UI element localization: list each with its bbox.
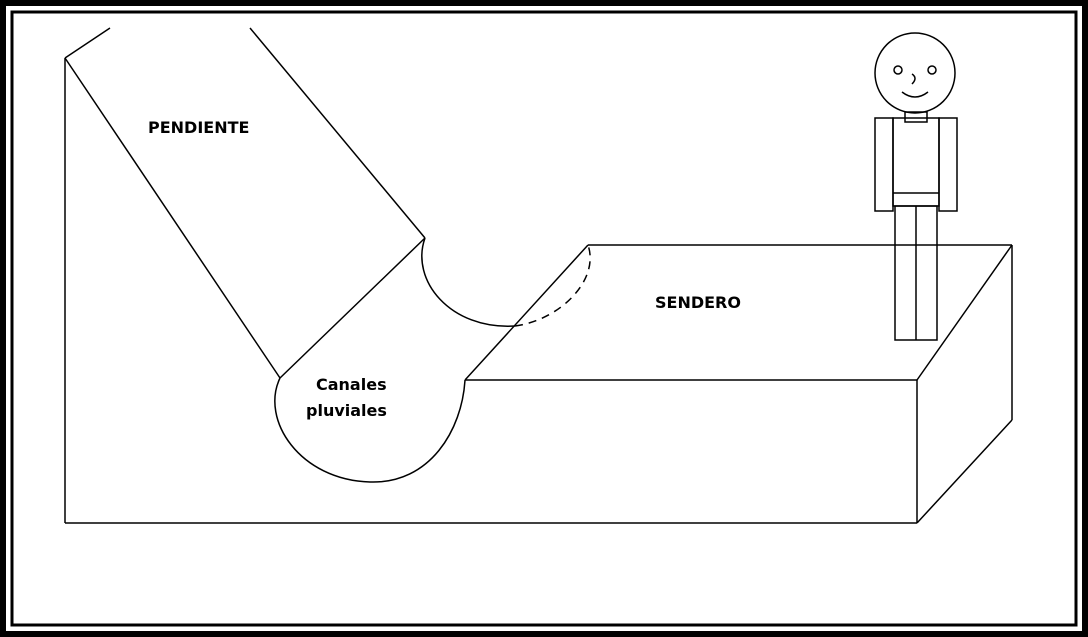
ground-block xyxy=(64,58,917,524)
person-nose xyxy=(911,73,916,85)
person-right-arm xyxy=(938,117,958,212)
person-right-eye xyxy=(927,65,937,75)
block-bottom-right xyxy=(916,419,1013,524)
channel-back-curve xyxy=(421,237,516,327)
person-figure xyxy=(874,32,958,341)
channels-label-line1: Canales xyxy=(316,375,387,394)
slope xyxy=(64,27,426,379)
trail-block xyxy=(464,244,1013,524)
channel-back-dashed xyxy=(514,244,591,327)
slope-top-edge xyxy=(64,27,111,59)
slope-upper-line xyxy=(64,57,281,379)
frame-inner xyxy=(10,10,1078,627)
rain-channel xyxy=(274,237,591,483)
slope-cross-line xyxy=(279,237,426,379)
person-left-eye xyxy=(893,65,903,75)
trail-slope-edge xyxy=(464,244,589,381)
person-left-arm xyxy=(874,117,894,212)
channel-front-curve xyxy=(274,377,466,483)
person-smile xyxy=(901,91,929,98)
channels-label-line2: pluviales xyxy=(306,401,387,420)
trail-label: SENDERO xyxy=(655,293,741,312)
person-head xyxy=(874,32,956,114)
slope-label: PENDIENTE xyxy=(148,118,249,137)
trail-right-edge xyxy=(916,244,1013,381)
slope-lower-line xyxy=(249,27,426,239)
person-neck xyxy=(904,111,928,123)
